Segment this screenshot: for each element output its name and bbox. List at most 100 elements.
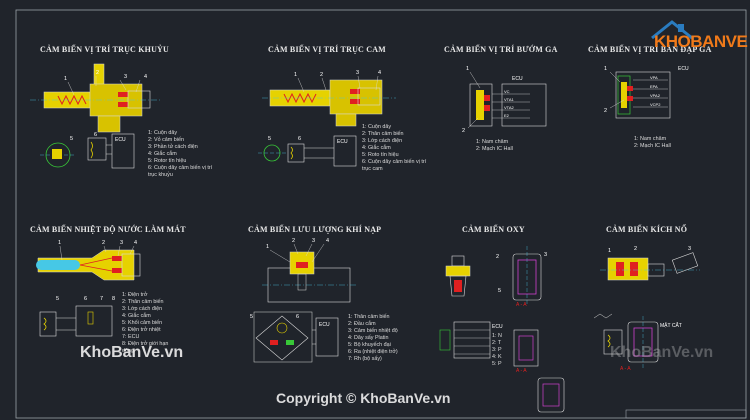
svg-text:3: Phần tử cách điện: 3: Phần tử cách điện [148,143,198,150]
cam-legend: 1: Cuộn dây 2: Thân cảm biến 3: Lớp cách… [362,124,427,172]
svg-text:4: 4 [378,70,381,76]
svg-text:2: 2 [292,238,295,244]
svg-text:5: Roto tín hiệu: 5: Roto tín hiệu [362,152,399,158]
svg-text:1: Cuộn dây: 1: Cuộn dây [148,130,177,136]
title-maf: CẢM BIẾN LƯU LƯỢNG KHÍ NẠP [248,224,381,234]
svg-text:3: Lớp cách điện: 3: Lớp cách điện [362,138,402,144]
svg-text:6: Ra (nhiệt điện trở): 6: Ra (nhiệt điện trở) [348,348,398,355]
cam-ecu-label: ECU [337,139,348,145]
svg-text:1: Điện trở: 1: Điện trở [122,291,148,298]
svg-text:3: 3 [312,238,315,244]
svg-text:1: Thân cảm biến: 1: Thân cảm biến [348,314,390,320]
brand-house-icon [651,20,693,40]
svg-text:8: 8 [112,296,115,302]
watermark-copyright: Copyright © KhoBanVe.vn [276,390,451,406]
svg-text:6: 6 [94,132,97,138]
knock-sensor-drawing: 1 2 3 [537,246,700,413]
svg-text:dòng: dòng [122,348,134,354]
brand-logo: KHOBANVE [650,18,748,52]
maf-ecu-label: ECU [319,322,330,328]
svg-text:1: Cuộn dây: 1: Cuộn dây [362,124,391,130]
svg-text:1: Nam châm: 1: Nam châm [634,136,667,142]
svg-text:2: Thân cảm biến: 2: Thân cảm biến [362,131,404,137]
svg-text:3: 3 [688,246,691,252]
svg-text:VPA: VPA [650,75,658,80]
pedal-sensor-drawing: VPA EPA VPA2 VCP2 1 2 [604,66,671,119]
svg-text:2: Đầu cắm: 2: Đầu cắm [348,320,376,327]
svg-text:4: Giắc cắm: 4: Giắc cắm [122,312,151,319]
svg-text:4: Dây sấy Platin: 4: Dây sấy Platin [348,335,388,341]
svg-text:6: Cuộn dây cảm biến vị trí: 6: Cuộn dây cảm biến vị trí [362,159,427,165]
crank-legend: 1: Cuộn dây 2: Vỏ cảm biến 3: Phần tử cá… [148,130,213,178]
title-pedal: CẢM BIẾN VỊ TRÍ BÀN ĐẠP GA [588,44,712,54]
svg-text:4: 4 [144,74,147,80]
maf-legend: 1: Thân cảm biến 2: Đầu cắm 3: Cảm biến … [348,314,398,362]
svg-text:VTA2: VTA2 [504,105,514,110]
svg-text:6: Cuộn dây cảm biến vị trí: 6: Cuộn dây cảm biến vị trí [148,165,213,171]
svg-text:2: Mạch IC Hall: 2: Mạch IC Hall [634,143,671,149]
knock-section-title: MẶT CẮT [660,321,682,329]
svg-text:3: P: 3: P [492,347,502,353]
svg-text:E2: E2 [504,113,510,118]
watermark-site: KhoBanVe.vn [80,344,184,361]
svg-text:7: 7 [100,296,103,302]
svg-text:4: Giắc cắm: 4: Giắc cắm [362,144,391,151]
throttle-ecu-label: ECU [512,76,523,82]
svg-text:VCP2: VCP2 [650,102,661,107]
throttle-legend: 1: Nam châm 2: Mạch IC Hall [476,139,513,152]
svg-text:2: 2 [320,72,323,78]
knock-section-label: A - A [620,366,631,372]
svg-text:5: 5 [250,314,253,320]
svg-text:2: Mạch IC Hall: 2: Mạch IC Hall [476,146,513,152]
svg-text:2: 2 [462,128,465,134]
svg-text:1: 1 [608,248,611,254]
svg-text:3: Cảm biến nhiệt độ: 3: Cảm biến nhiệt độ [348,328,398,334]
svg-text:3: 3 [124,74,127,80]
oxy-pin-legend: 1: N 2: T 3: P 4: K 5: P [492,333,502,367]
svg-text:VPA2: VPA2 [650,93,661,98]
maf-sensor-drawing: 1 2 3 4 5 6 [250,238,356,363]
svg-text:1: 1 [294,72,297,78]
svg-text:1: 1 [266,244,269,250]
svg-text:2: Thân cảm biến: 2: Thân cảm biến [122,299,164,305]
svg-text:5: P: 5: P [492,361,502,367]
svg-text:2: 2 [96,70,99,76]
svg-text:5: 5 [56,296,59,302]
svg-text:trục khuỷu: trục khuỷu [148,171,173,178]
svg-text:6: 6 [84,296,87,302]
title-knock: CẢM BIẾN KÍCH NỔ [606,224,687,234]
svg-text:1: 1 [64,76,67,82]
svg-text:3: 3 [544,252,547,258]
svg-text:5: Rotor tín hiệu: 5: Rotor tín hiệu [148,158,186,164]
svg-text:1: N: 1: N [492,333,502,339]
svg-text:2: 2 [634,246,637,252]
svg-text:4: Giắc cắm: 4: Giắc cắm [148,150,177,157]
svg-text:3: 3 [356,70,359,76]
svg-text:2: T: 2: T [492,340,502,346]
title-cam: CẢM BIẾN VỊ TRÍ TRỤC CAM [268,44,386,54]
svg-text:3: 3 [120,240,123,246]
svg-text:1: 1 [604,66,607,72]
pedal-legend: 1: Nam châm 2: Mạch IC Hall [634,136,671,149]
svg-text:5: Khối cảm biến: 5: Khối cảm biến [122,320,162,326]
watermark-site-right: KhoBanVe.vn [610,344,714,361]
svg-text:trục cam: trục cam [362,166,383,172]
brand-name: KHOBANVE [654,32,748,51]
oxy-section-label-1: A - A [516,302,527,308]
svg-text:4: 4 [134,240,137,246]
svg-text:6: 6 [296,314,299,320]
svg-text:EPA: EPA [650,84,658,89]
svg-text:8: Điện trở giới hạn: 8: Điện trở giới hạn [122,340,168,347]
svg-text:2: 2 [102,240,105,246]
svg-text:5: 5 [498,288,501,294]
svg-text:1: 1 [466,66,469,72]
svg-text:6: Điện trở nhiệt: 6: Điện trở nhiệt [122,326,161,333]
coolant-legend: 1: Điện trở 2: Thân cảm biến 3: Lớp cách… [122,291,168,354]
svg-text:4: 4 [326,238,329,244]
svg-text:6: 6 [298,136,301,142]
